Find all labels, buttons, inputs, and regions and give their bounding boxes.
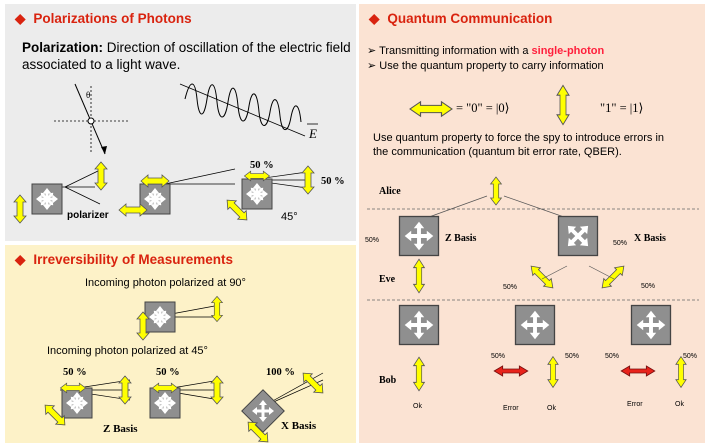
bob-box-3 — [630, 304, 672, 346]
diamond-bullet-icon: ◆ — [15, 252, 26, 267]
eve-z-basis-label: Z Basis — [445, 233, 477, 244]
bullet-1-emphasis: single-photon — [531, 45, 605, 57]
bob-box-1 — [398, 304, 440, 346]
polarizer-box-3 — [241, 178, 273, 210]
quantum-title-text: Quantum Communication — [387, 11, 553, 26]
quantum-diagram: Alice Eve Bob Z Basis X Basis 50% 50% 50… — [365, 84, 699, 412]
angle-label: 45° — [281, 211, 298, 223]
error-label-2: Error — [627, 401, 643, 408]
ok-label-1: Ok — [413, 403, 422, 410]
polarizer-box-90 — [144, 301, 176, 333]
bob-box-2 — [514, 304, 556, 346]
x-basis-box — [240, 388, 286, 434]
polarization-illustrations: θ E polarizer 50 % 50 % 45° — [13, 83, 345, 225]
bob-ok-arrow-2 — [547, 356, 559, 388]
bullet-1-text: Transmitting information with a — [379, 45, 532, 57]
definition-text: Direction of oscillation of the electric… — [103, 40, 351, 55]
incoming-45-text: Incoming photon polarized at 45° — [47, 345, 208, 357]
irreversibility-panel: ◆ Irreversibility of Measurements Incomin… — [5, 245, 356, 443]
z-basis-label: Z Basis — [103, 423, 138, 435]
spy-text-line2: the communication (quantum bit error rat… — [373, 146, 622, 158]
pct-bob-3-right: 50% — [683, 353, 697, 360]
error-label-1: Error — [503, 405, 519, 412]
incoming-90-text: Incoming photon polarized at 90° — [85, 277, 246, 289]
pct-z1-label: 50 % — [63, 367, 87, 378]
pct-z2-label: 50 % — [156, 367, 180, 378]
diamond-bullet-icon: ◆ — [369, 11, 380, 26]
bob-arrow-1 — [413, 356, 425, 392]
bob-ok-arrow-3 — [675, 356, 687, 388]
pct-x-label: 100 % — [266, 367, 295, 378]
pct-bob-2-left: 50% — [491, 353, 505, 360]
spy-text-line1: Use quantum property to force the spy to… — [373, 132, 665, 144]
polarizations-title-text: Polarizations of Photons — [33, 11, 192, 26]
bullet-1: ➢ Transmitting information with a single… — [367, 45, 605, 57]
polarizer-label: polarizer — [67, 210, 109, 221]
definition-label: Polarization: — [22, 40, 104, 55]
pct-top-label: 50 % — [250, 160, 274, 171]
pct-eve-x: 50% — [613, 240, 627, 247]
wave-axis — [179, 83, 306, 137]
x-basis-label: X Basis — [281, 420, 317, 432]
z-basis-box-2 — [149, 387, 181, 419]
polarizations-title: ◆ Polarizations of Photons — [15, 11, 192, 27]
ok-label-3: Ok — [675, 401, 684, 408]
electric-field-label: E — [308, 126, 317, 141]
pct-eve-x-left: 50% — [503, 284, 517, 291]
ok-label-2: Ok — [547, 405, 556, 412]
equation-zero: = "0" = |0⟩ — [456, 101, 510, 115]
vertical-photon-arrow-1 — [94, 161, 108, 191]
output-vertical-arrow — [211, 296, 223, 322]
polarizer-box-1 — [31, 183, 63, 215]
wave-curve — [184, 83, 302, 131]
equation-one: "1" = |1⟩ — [600, 101, 644, 115]
bullet-2-text: Use the quantum property to carry inform… — [379, 60, 604, 72]
eve-x-basis-box — [557, 215, 599, 257]
pct-eve-x-right: 50% — [641, 283, 655, 290]
alice-photon-arrow — [490, 176, 502, 206]
irreversibility-title: ◆ Irreversibility of Measurements — [15, 252, 233, 268]
eve-z-arrow — [413, 258, 425, 294]
pct-bob-3-left: 50% — [605, 353, 619, 360]
quantum-communication-panel: ◆ Quantum Communication ➢ Transmitting in… — [359, 4, 705, 443]
polarizations-panel: ◆ Polarizations of Photons Polarization: … — [5, 4, 356, 241]
irreversibility-title-text: Irreversibility of Measurements — [33, 252, 233, 267]
theta-label: θ — [86, 90, 90, 100]
alice-label: Alice — [379, 186, 401, 197]
diamond-bullet-icon: ◆ — [15, 11, 26, 26]
quantum-title: ◆ Quantum Communication — [369, 11, 552, 27]
eve-label: Eve — [379, 274, 396, 285]
pct-right-label: 50 % — [321, 176, 345, 187]
bob-error-arrow-2 — [620, 365, 656, 377]
origin-dot — [87, 117, 95, 125]
horizontal-zero-arrow — [409, 101, 453, 117]
eve-x-arrow-right — [597, 261, 629, 293]
eve-x-basis-label: X Basis — [634, 233, 666, 244]
definition-text-line2: associated to a light wave. — [22, 57, 181, 72]
eve-z-basis-box — [398, 215, 440, 257]
vertical-photon-arrow-2 — [13, 194, 27, 224]
bob-error-arrow-1 — [493, 365, 529, 377]
bullet-2: ➢ Use the quantum property to carry info… — [367, 60, 604, 72]
bob-label: Bob — [379, 375, 397, 386]
pct-bob-2-right: 50% — [565, 353, 579, 360]
polarization-definition: Polarization: Direction of oscillation o… — [22, 40, 351, 55]
pct-eve-z: 50% — [365, 237, 379, 244]
vertical-one-arrow — [556, 84, 570, 126]
eve-x-arrow-left — [526, 261, 558, 293]
irreversibility-illustrations: 50 % 50 % 100 % Z Basis X Basis — [40, 296, 328, 443]
